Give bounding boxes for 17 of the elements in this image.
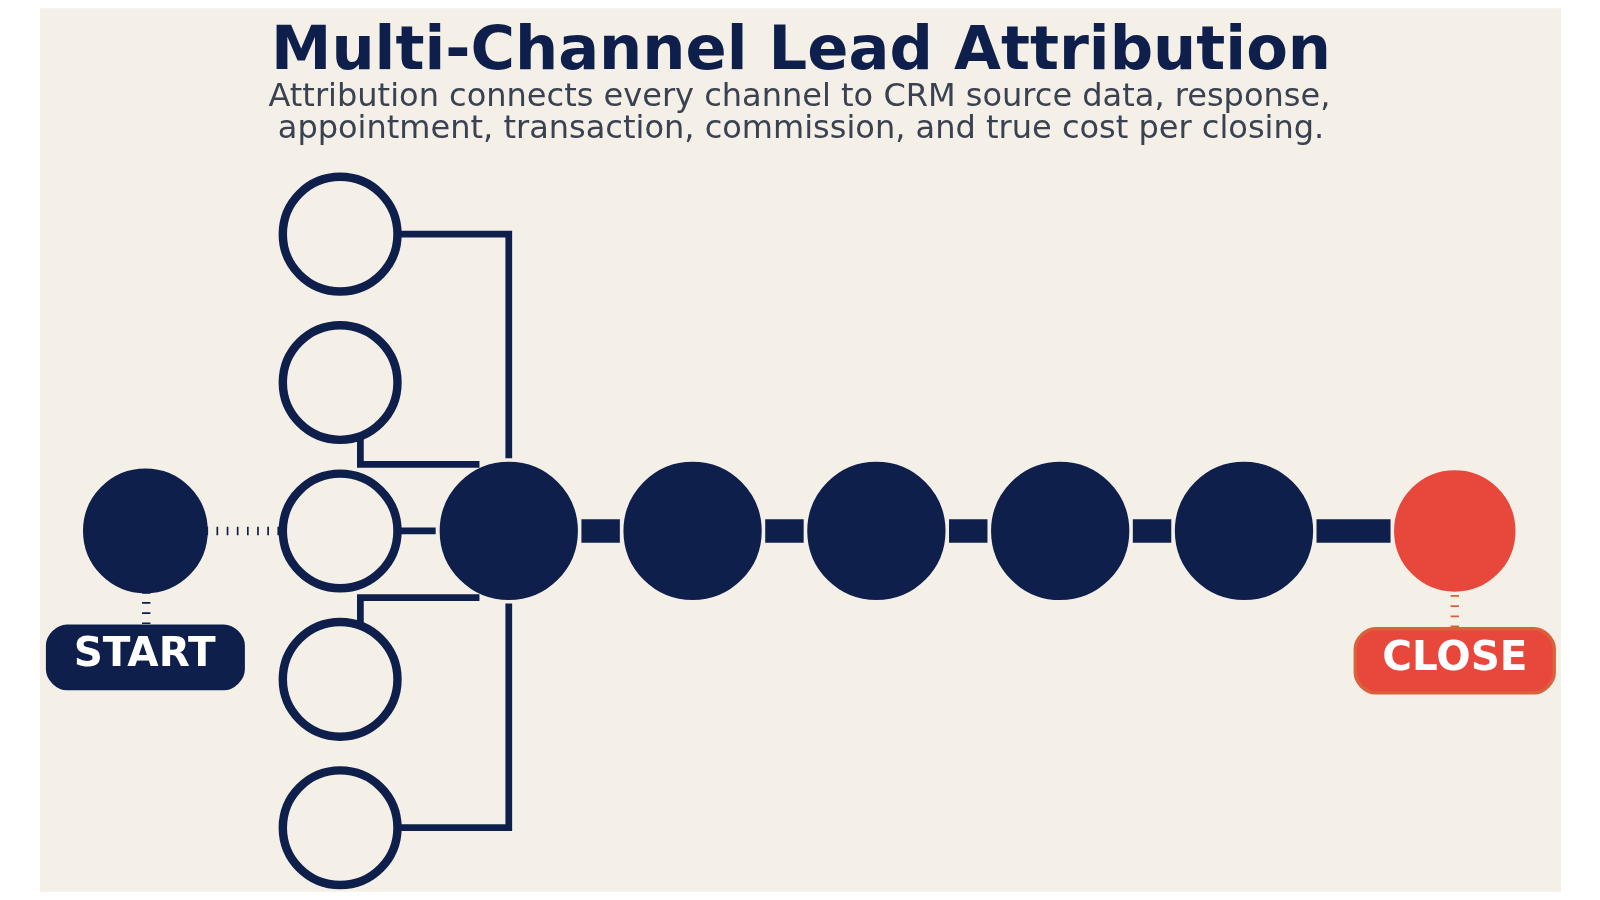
- node-circle: [278, 469, 402, 593]
- connector: [356, 594, 479, 626]
- connector: [1132, 519, 1171, 543]
- connector: [764, 519, 804, 543]
- connector: [948, 519, 987, 543]
- connector: [580, 519, 620, 543]
- connector: [1450, 595, 1459, 629]
- connector: [141, 591, 150, 625]
- node-circle: [278, 172, 402, 296]
- connector: [1316, 519, 1391, 543]
- node-circle: [278, 321, 402, 445]
- connector: [356, 436, 479, 468]
- node-box: START: [45, 624, 245, 691]
- node-circle: [82, 468, 208, 594]
- node-circle: [278, 766, 402, 890]
- node-circle: [278, 617, 402, 741]
- node-box: CLOSE: [1353, 627, 1556, 695]
